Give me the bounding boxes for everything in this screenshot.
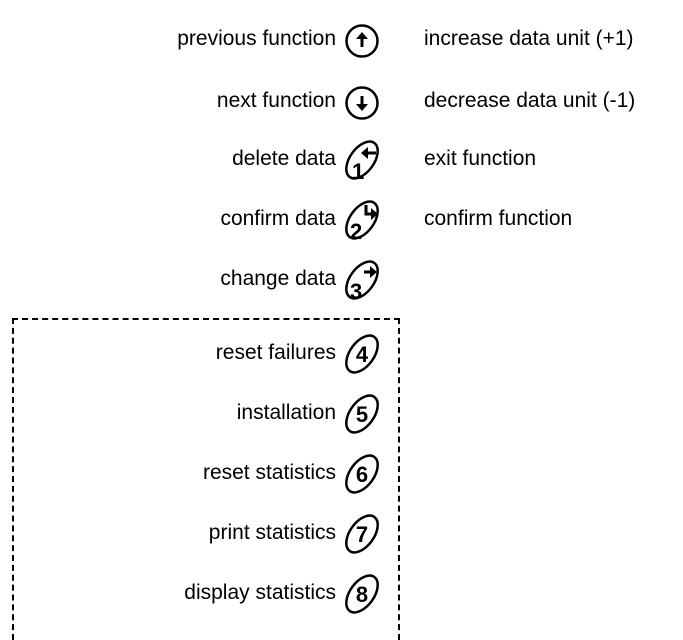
key-digit: 1 [352,159,364,184]
key-label-left: display statistics [184,581,336,604]
up-key [330,15,400,65]
key-5: 5 [330,389,400,439]
key-label-left: print statistics [208,521,336,544]
key-label-left: reset statistics [202,461,336,484]
key-digit: 5 [356,402,368,427]
legend-row-display-statistics: display statistics 8 [0,569,683,619]
legend-row-print-statistics: print statistics 7 [0,509,683,559]
down-arrow-icon [345,86,379,120]
key-label-left: confirm data [220,207,336,230]
key-label-right: decrease data unit (-1) [424,89,636,112]
key-digit: 7 [356,522,368,547]
dashed-group-box [12,318,400,640]
left-arrow-icon [361,147,376,159]
key-digit: 8 [356,582,368,607]
key-7: 7 [330,509,400,559]
key-8: 8 [330,569,400,619]
down-key [330,77,400,127]
legend-row-next-function: next function decrease data unit (-1) [0,77,683,127]
key-digit: 2 [350,219,362,244]
keypad-legend: previous function increase data unit (+1… [0,15,683,640]
key-label-left: next function [216,89,336,112]
legend-row-reset-failures: reset failures 4 [0,329,683,379]
key-label-left: change data [220,267,336,290]
key-label-right: increase data unit (+1) [424,27,634,50]
key-2: 2 [330,195,400,245]
key-3: 3 [330,255,400,305]
key-label-right: exit function [424,147,537,170]
key-4: 4 [330,329,400,379]
key-label-left: reset failures [215,341,336,364]
key-label-right: confirm function [424,207,573,230]
legend-row-delete-data: delete data 1 exit function [0,135,683,185]
legend-row-reset-statistics: reset statistics 6 [0,449,683,499]
legend-row-confirm-data: confirm data 2 confirm function [0,195,683,245]
legend-row-change-data: change data 3 [0,255,683,305]
return-arrow-icon [364,205,378,220]
legend-row-previous-function: previous function increase data unit (+1… [0,15,683,65]
legend-row-installation: installation 5 [0,389,683,439]
key-1: 1 [330,135,400,185]
right-arrow-icon [364,266,377,278]
key-digit: 3 [350,279,362,304]
key-digit: 6 [356,462,368,487]
key-label-left: previous function [177,27,336,50]
key-label-left: installation [236,401,336,424]
up-arrow-icon [345,24,379,58]
key-label-left: delete data [232,147,336,170]
key-6: 6 [330,449,400,499]
key-digit: 4 [356,342,369,367]
